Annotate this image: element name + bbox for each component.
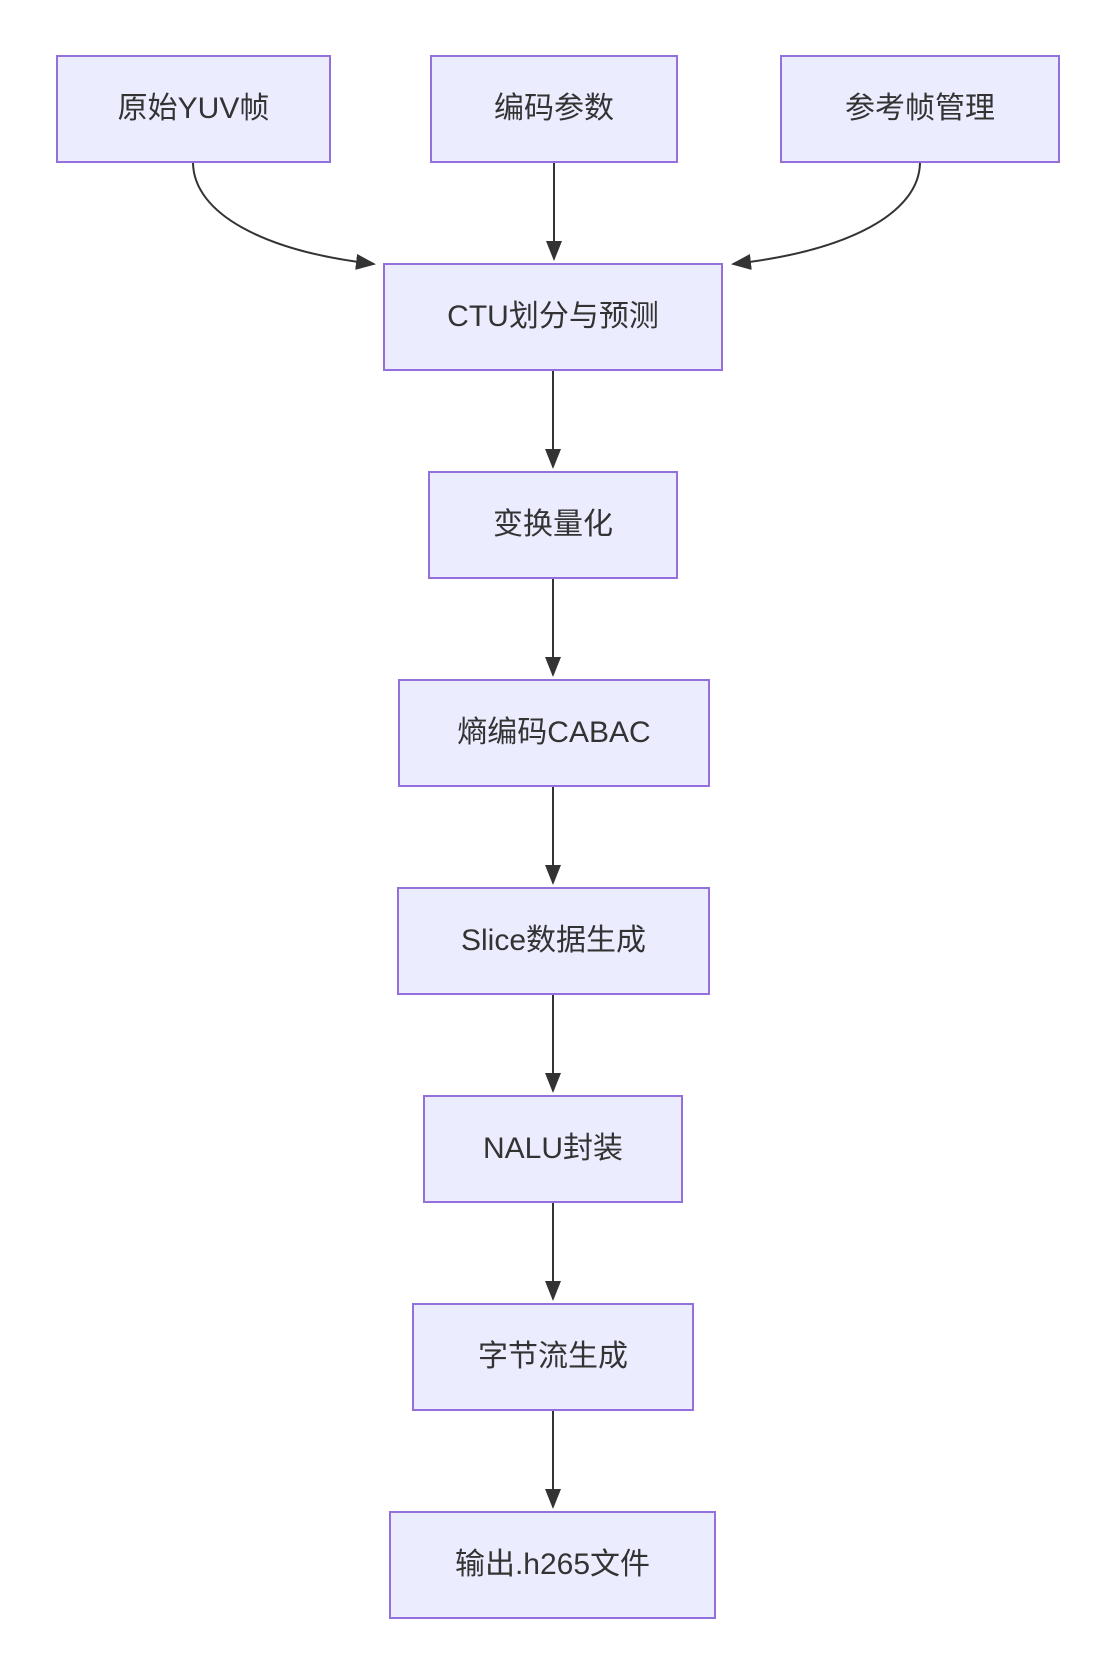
node-output-h265-file-label: 输出.h265文件 — [454, 1548, 651, 1581]
node-nalu-encapsulation-label: NALU封装 — [482, 1132, 624, 1165]
node-slice-data-generation: Slice数据生成 — [397, 887, 710, 995]
node-encoding-params-label: 编码参数 — [494, 92, 614, 125]
edge-raw-yuv-to-ctu — [192, 162, 376, 270]
node-output-h265-file: 输出.h265文件 — [389, 1511, 716, 1619]
node-reference-frame-management: 参考帧管理 — [780, 55, 1060, 163]
node-bytestream-generation-label: 字节流生成 — [478, 1340, 628, 1373]
node-entropy-coding-cabac: 熵编码CABAC — [398, 679, 710, 787]
node-entropy-coding-cabac-label: 熵编码CABAC — [457, 716, 651, 749]
node-transform-quantization-label: 变换量化 — [493, 508, 613, 541]
node-ctu-partition-prediction: CTU划分与预测 — [383, 263, 723, 371]
node-transform-quantization: 变换量化 — [428, 471, 678, 579]
node-nalu-encapsulation: NALU封装 — [423, 1095, 683, 1203]
node-bytestream-generation: 字节流生成 — [412, 1303, 694, 1411]
node-slice-data-generation-label: Slice数据生成 — [460, 924, 647, 957]
edge-refmgmt-to-ctu — [731, 162, 921, 270]
node-reference-frame-management-label: 参考帧管理 — [845, 92, 995, 125]
node-raw-yuv-frame-label: 原始YUV帧 — [117, 92, 270, 125]
node-ctu-partition-prediction-label: CTU划分与预测 — [447, 300, 659, 333]
node-raw-yuv-frame: 原始YUV帧 — [56, 55, 331, 163]
node-encoding-params: 编码参数 — [430, 55, 678, 163]
